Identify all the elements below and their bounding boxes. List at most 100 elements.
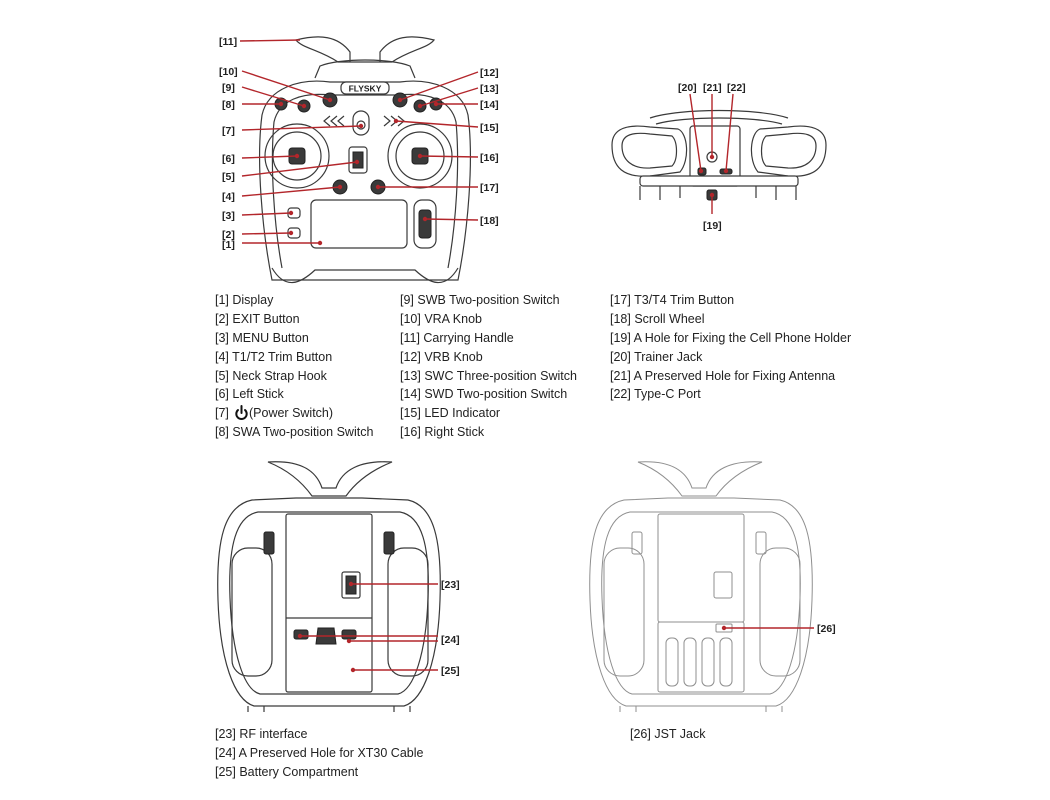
callout-9: [9] (222, 82, 235, 94)
callout-12: [12] (480, 67, 499, 79)
legend-item-15: [15] LED Indicator (400, 406, 500, 420)
neck-strap-hook-bar (352, 151, 364, 169)
callout-10: [10] (219, 66, 238, 78)
top-left-grip-inner (621, 132, 678, 169)
callout-4: [4] (222, 191, 235, 203)
top-left-grip (611, 125, 688, 177)
legend-item-23: [23] RF interface (215, 727, 307, 741)
top-leader-lines (689, 93, 734, 214)
legend-item-21: [21] A Preserved Hole for Fixing Antenna (610, 369, 835, 383)
brand-plate (340, 81, 390, 95)
callout-19: [19] (703, 220, 722, 232)
power-switch-dot (356, 120, 366, 130)
legend-item-18: [18] Scroll Wheel (610, 312, 704, 326)
back-view (217, 461, 441, 712)
led-chevrons-left (323, 115, 345, 127)
callout-7: [7] (222, 125, 235, 137)
callout-17: [17] (480, 182, 499, 194)
legend-item-7-prefix: [7] (215, 406, 229, 420)
scroll-wheel (418, 209, 432, 239)
battery-cell-4 (719, 637, 733, 687)
open-rf-interface (713, 571, 733, 599)
xt30-hole-right (341, 629, 357, 640)
left-stick-gimbal (264, 123, 330, 189)
open-leader-lines (721, 625, 814, 631)
callout-8: [8] (222, 99, 235, 111)
callout-23: [23] (441, 579, 460, 591)
callout-25: [25] (441, 665, 460, 677)
callout-5: [5] (222, 171, 235, 183)
brand-logo: FLYSKY (349, 84, 382, 94)
legend-item-13: [13] SWC Three-position Switch (400, 369, 577, 383)
front-callouts: [11] [10] [9] [8] [7] [6] [5] [4] [3] [2… (219, 36, 499, 251)
callout-11: [11] (219, 36, 237, 48)
front-bottom-grip (271, 267, 459, 284)
legend-item-22: [22] Type-C Port (610, 387, 701, 401)
legend-item-1: [1] Display (215, 293, 274, 307)
open-right-tab (755, 531, 767, 555)
display (310, 199, 408, 249)
open-right-grip (759, 547, 801, 677)
callout-26: [26] (817, 623, 836, 635)
legend-item-17: [17] T3/T4 Trim Button (610, 293, 734, 307)
back-left-grip (231, 547, 273, 677)
top-right-feet (755, 186, 797, 200)
callout-22: [22] (727, 82, 746, 94)
back-callouts: [23] [24] [25] (441, 579, 460, 677)
back-center-panel (285, 513, 373, 693)
top-view (611, 109, 827, 201)
back-left-tab (263, 531, 275, 555)
back-handle (267, 461, 393, 497)
top-callouts: [20] [21] [22] [19] (678, 82, 746, 232)
battery-cell-1 (665, 637, 679, 687)
carrying-handle (294, 36, 436, 63)
legend-item-2: [2] EXIT Button (215, 312, 300, 326)
callout-21: [21] (703, 82, 722, 94)
open-left-grip (603, 547, 645, 677)
legend-item-3: [3] MENU Button (215, 331, 309, 345)
legend-upper: [1] Display [2] EXIT Button [3] MENU But… (215, 293, 851, 439)
front-body-inner (271, 93, 459, 269)
top-handle-2 (655, 117, 783, 125)
callout-2: [2] (222, 229, 235, 241)
legend-lower: [23] RF interface [24] A Preserved Hole … (215, 727, 706, 779)
callout-15: [15] (480, 122, 499, 134)
open-callouts: [26] (817, 623, 836, 635)
callout-6: [6] (222, 153, 235, 165)
top-left-feet (639, 186, 681, 200)
front-body-outline (259, 80, 471, 281)
top-bottom-bar (639, 175, 799, 187)
power-switch (352, 110, 370, 136)
legend-item-20: [20] Trainer Jack (610, 350, 703, 364)
legend-item-26: [26] JST Jack (630, 727, 706, 741)
top-right-grip (750, 125, 827, 177)
callout-18: [18] (480, 215, 499, 227)
front-leader-lines (239, 39, 479, 246)
front-shoulder (314, 59, 416, 79)
open-body-outline (589, 497, 813, 707)
left-stick-ring (272, 131, 322, 181)
callout-24: [24] (441, 634, 460, 646)
legend-item-5: [5] Neck Strap Hook (215, 369, 328, 383)
callout-16: [16] (480, 152, 499, 164)
legend-item-7-suffix: (Power Switch) (249, 406, 333, 420)
legend-item-4: [4] T1/T2 Trim Button (215, 350, 332, 364)
open-left-tab (631, 531, 643, 555)
legend-item-11: [11] Carrying Handle (400, 331, 514, 345)
open-handle (637, 461, 763, 497)
back-view-open (589, 461, 813, 712)
back-leader-lines (297, 581, 438, 673)
front-view: FLYSKY (259, 36, 471, 284)
callout-1: [1] (222, 239, 235, 251)
back-right-grip (387, 547, 429, 677)
back-body-outline (217, 497, 441, 707)
power-icon (235, 405, 248, 421)
top-right-grip-inner (760, 132, 817, 169)
legend-item-12: [12] VRB Knob (400, 350, 483, 364)
callout-13: [13] (480, 83, 499, 95)
back-feet (247, 706, 411, 712)
legend-item-14: [14] SWD Two-position Switch (400, 387, 567, 401)
legend-item-6: [6] Left Stick (215, 387, 285, 401)
callout-3: [3] (222, 210, 235, 222)
